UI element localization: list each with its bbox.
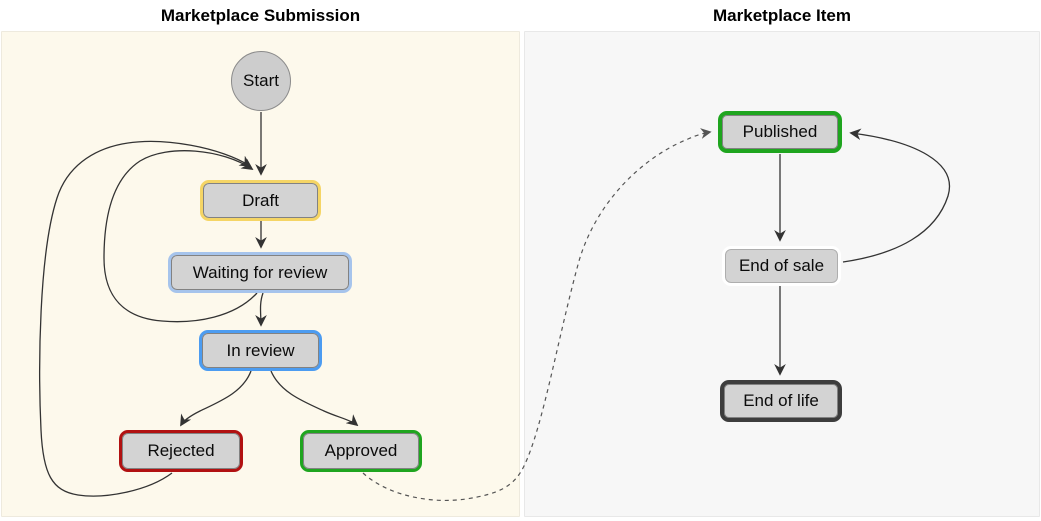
state-rejected-label: Rejected (147, 441, 215, 460)
state-start-label: Start (243, 71, 279, 90)
state-draft-label: Draft (242, 190, 279, 210)
state-end-of-sale-label: End of sale (738, 256, 825, 275)
left-panel-title: Marketplace Submission (160, 6, 361, 25)
state-end-of-life-label: End of life (743, 391, 819, 410)
state-approved: Approved (300, 430, 422, 472)
state-published-label: Published (742, 122, 818, 141)
state-published: Published (718, 111, 842, 153)
state-in-review-label: In review (226, 340, 295, 360)
state-approved-label: Approved (324, 441, 398, 460)
state-waiting-for-review: Waiting for review (168, 252, 352, 293)
state-waiting-for-review-label: Waiting for review (192, 262, 328, 282)
state-in-review: In review (199, 330, 322, 371)
state-end-of-life: End of life (720, 380, 842, 422)
state-rejected: Rejected (119, 430, 243, 472)
state-draft: Draft (200, 180, 321, 221)
right-panel-title: Marketplace Item (713, 6, 851, 25)
state-start: Start (231, 51, 291, 111)
state-end-of-sale: End of sale (722, 246, 841, 286)
